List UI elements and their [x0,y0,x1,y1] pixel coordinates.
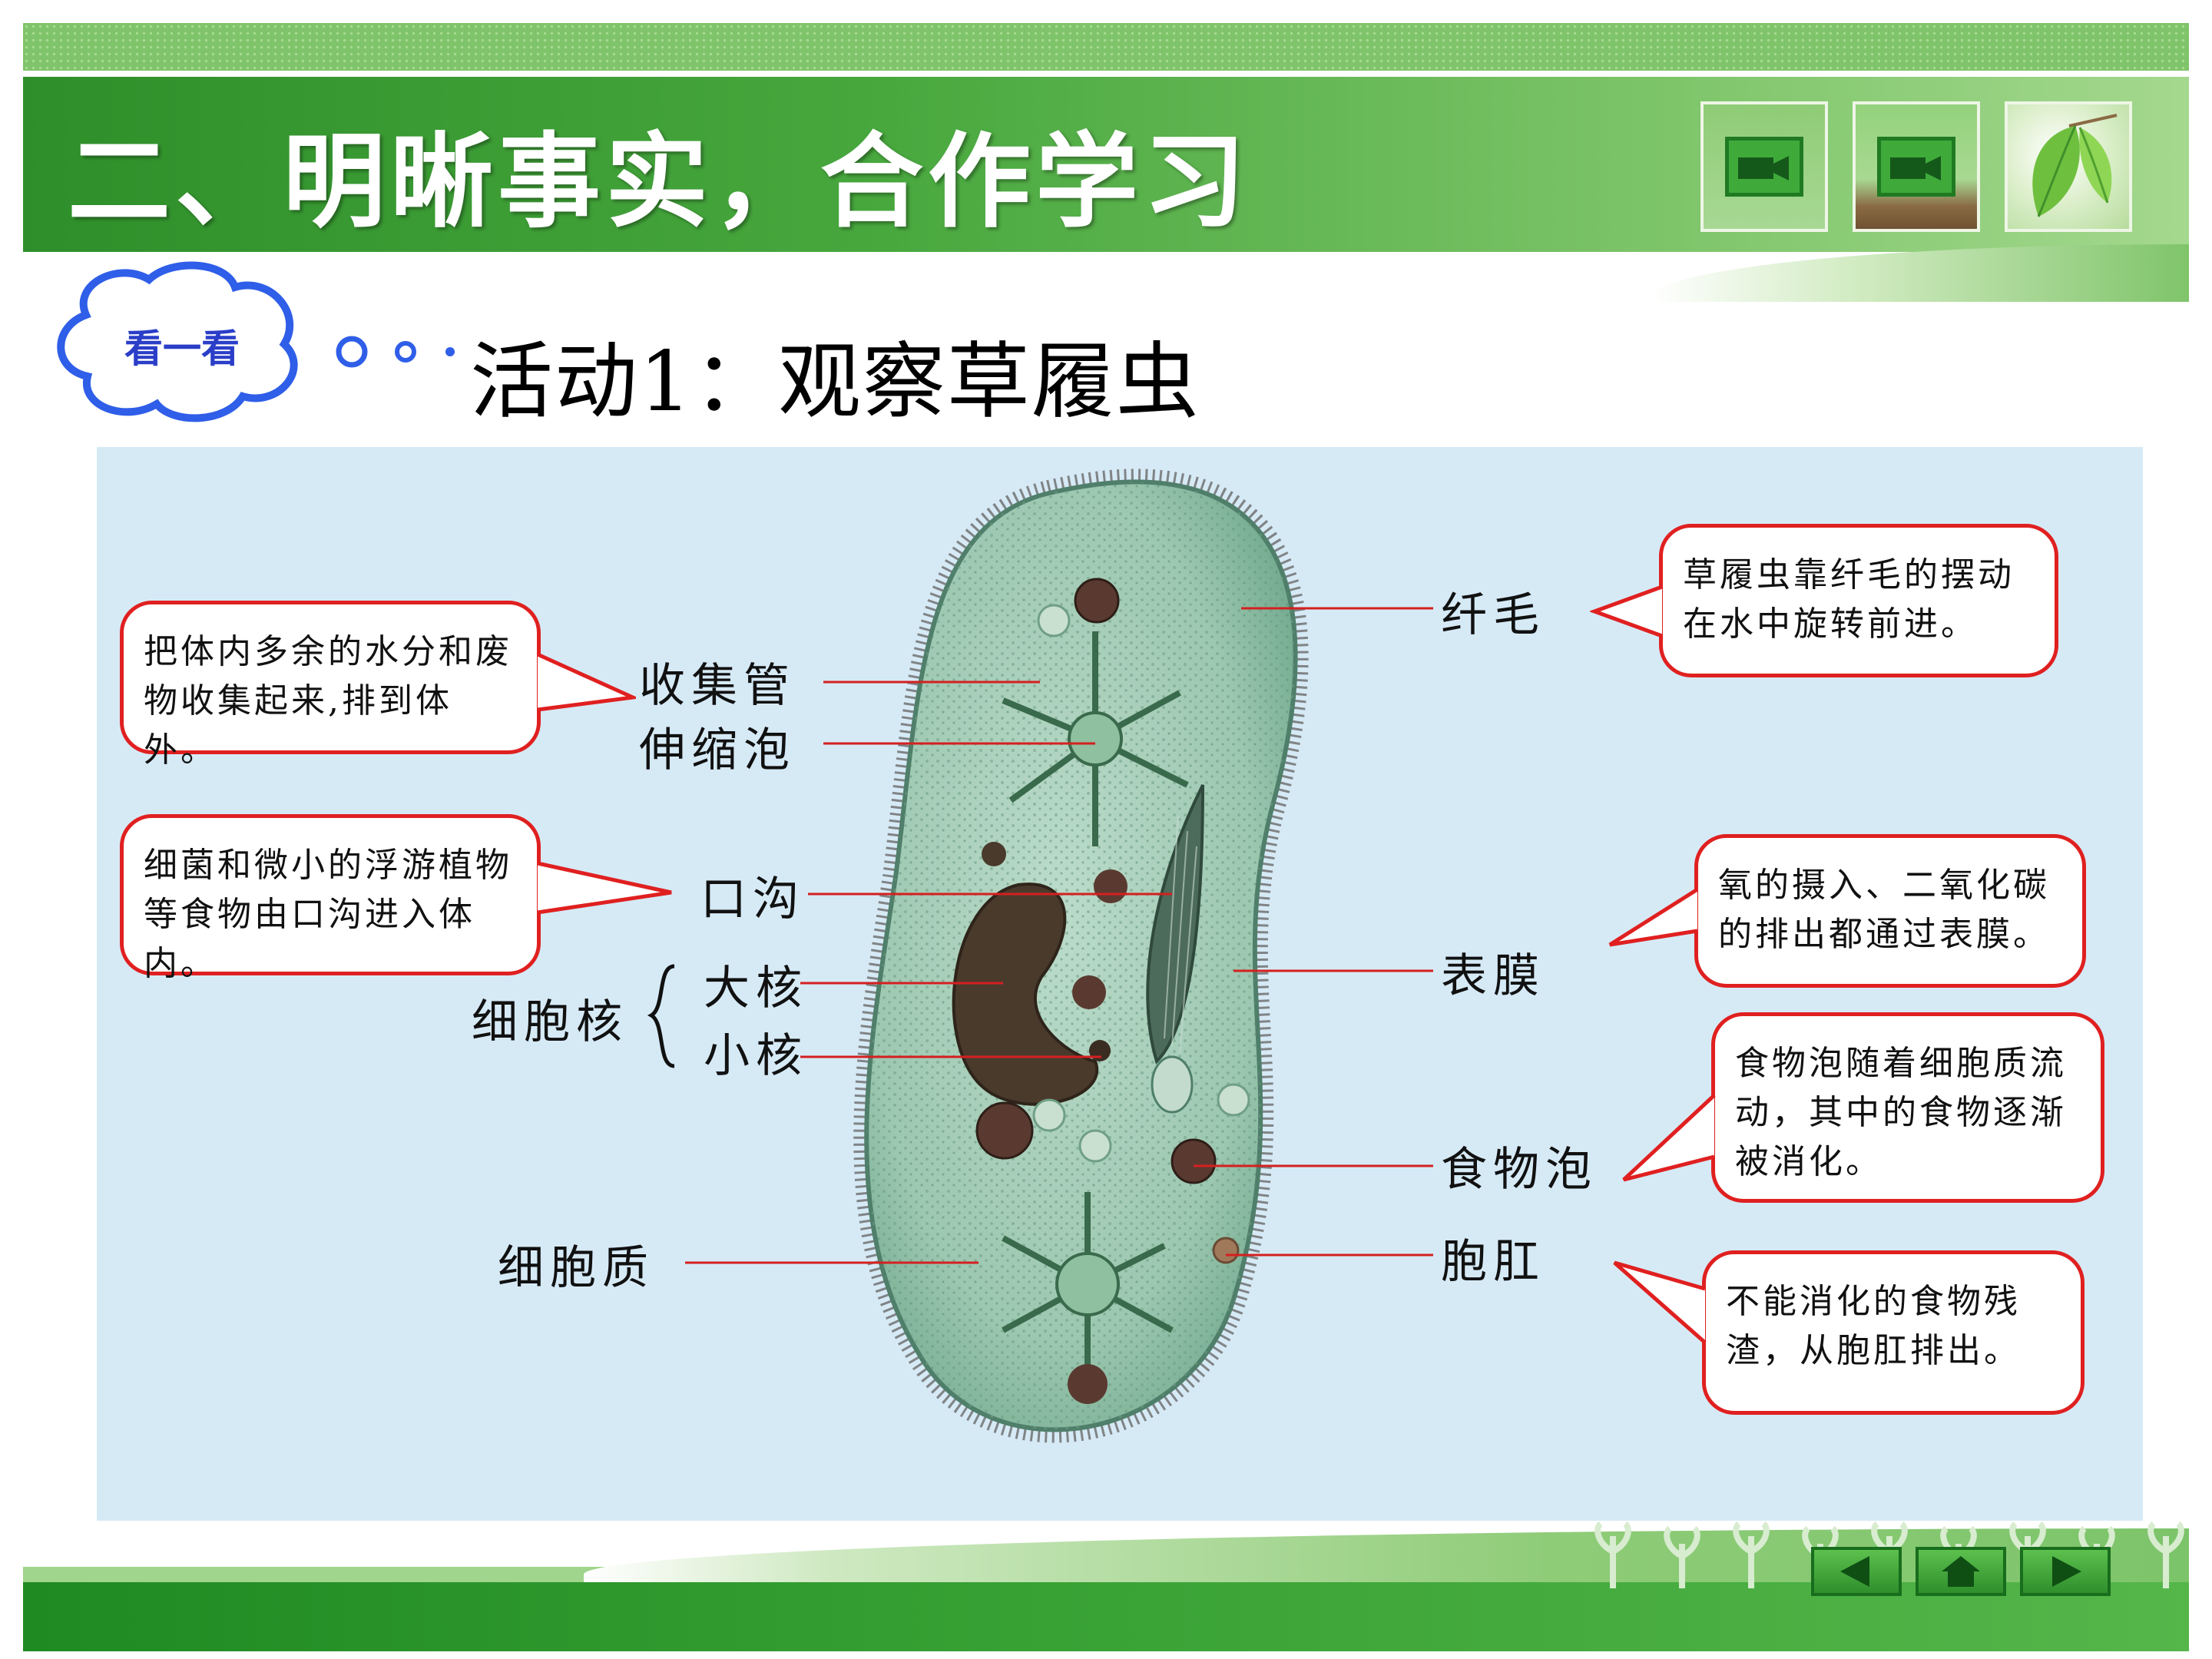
callout-contractile-text: 把体内多余的水分和废 物收集起来,排到体外。 [144,628,517,775]
label-food-vacuole: 食物泡 [1441,1132,1598,1199]
label-anal-pore: 胞肛 [1441,1224,1545,1291]
callout-oral: 细菌和微小的浮游植物 等食物由口沟进入体内。 [120,814,541,975]
callout-pellicle: 氧的摄入、二氧化碳 的排出都通过表膜。 [1694,834,2086,988]
video-camera-icon [1725,137,1803,197]
label-micronucleus: 小核 [704,1018,808,1085]
callout-cilia-text: 草履虫靠纤毛的摆动 在水中旋转前进。 [1683,551,2035,649]
callout-food-text: 食物泡随着细胞质流 动，其中的食物逐渐 被消化。 [1735,1039,2081,1187]
callout-food: 食物泡随着细胞质流 动，其中的食物逐渐 被消化。 [1711,1012,2104,1203]
label-pellicle: 表膜 [1441,939,1545,1005]
header-curve-decoration [1651,244,2189,302]
arrow-left-icon [1814,1550,1899,1593]
callout-pellicle-text: 氧的摄入、二氧化碳 的排出都通过表膜。 [1718,861,2062,959]
label-collecting-canal: 收集管 [639,648,796,715]
video-thumbnail-1[interactable] [1700,101,1828,232]
next-button[interactable] [2020,1547,2111,1596]
callout-anal-tail [1610,1258,1707,1350]
callout-cilia: 草履虫靠纤毛的摆动 在水中旋转前进。 [1659,524,2058,677]
callout-oral-text: 细菌和微小的浮游植物 等食物由口沟进入体内。 [144,841,517,988]
callout-anal-text: 不能消化的食物残 渣，从胞肛排出。 [1726,1277,2061,1376]
video-thumbnail-2[interactable] [1853,101,1980,232]
callout-contractile: 把体内多余的水分和废 物收集起来,排到体外。 [120,601,541,754]
nucleus-brace [651,966,674,1066]
callout-cilia-tail [1590,582,1664,641]
label-macronucleus: 大核 [704,951,808,1018]
label-cilia: 纤毛 [1441,578,1545,644]
previous-button[interactable] [1811,1547,1902,1596]
home-icon [1919,1550,2003,1593]
look-badge: 看一看 [41,253,318,430]
callout-contractile-tail [536,648,636,717]
leaf-thumbnail[interactable] [2005,101,2132,232]
video-camera-icon [1877,137,1955,197]
leaf-icon [2015,111,2123,226]
dots-decoration [335,329,473,375]
callout-oral-tail [536,857,674,919]
callout-anal: 不能消化的食物残 渣，从胞肛排出。 [1702,1250,2085,1415]
arrow-right-icon [2023,1550,2108,1593]
home-button[interactable] [1916,1547,2006,1596]
label-cytoplasm: 细胞质 [498,1230,654,1297]
label-nucleus: 细胞核 [472,985,628,1051]
header-texture-strip [23,23,2189,71]
label-contractile-vacuole: 伸缩泡 [639,713,796,780]
activity-title: 活动1：观察草履虫 [470,315,1200,435]
paramecium-diagram: 纤毛 收集管 伸缩泡 口沟 细胞核 大核 小核 表膜 食物泡 细胞质 胞肛 草履… [97,447,2143,1521]
label-oral-groove: 口沟 [700,862,805,929]
callout-pellicle-tail [1607,885,1699,954]
callout-food-tail [1619,1092,1716,1184]
badge-label: 看一看 [86,318,278,373]
page-title: 二、明晰事实，合作学习 [68,98,1250,247]
